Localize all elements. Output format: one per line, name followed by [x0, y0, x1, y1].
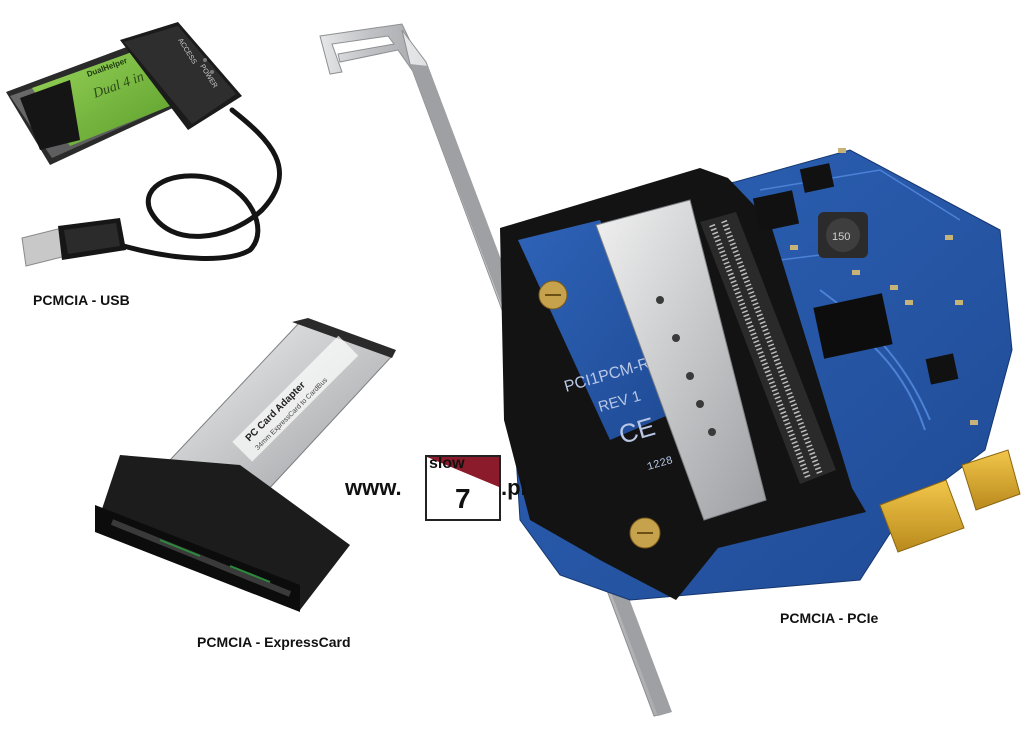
pcie-eject-plate [595, 199, 767, 521]
pcie-inductor: 150 [818, 212, 868, 258]
pcie-pcmcia-connector [700, 212, 836, 484]
expresscard-cardbus-block [95, 455, 350, 610]
watermark-triangle-icon [427, 457, 499, 487]
caption-pcmcia-usb: PCMCIA - USB [33, 292, 130, 308]
watermark-box-digit: 7 [455, 483, 471, 514]
watermark-box-top: slow [429, 455, 465, 472]
pcie-inductor-text: 150 [832, 231, 850, 243]
caption-pcmcia-expresscard: PCMCIA - ExpressCard [197, 634, 351, 650]
caption-pcmcia-pcie: PCMCIA - PCIe [780, 610, 879, 626]
watermark-prefix: www. [345, 475, 402, 500]
usb-plug [21, 218, 126, 267]
pcie-gold-fingers [879, 449, 1021, 553]
pcie-chip-u4 [925, 353, 959, 385]
pcie-chip-u1 [752, 190, 800, 232]
pcie-chip-u2 [799, 163, 835, 193]
pcie-adapter: PCI1PCM-R REV 1 CE 1228 150 [319, 23, 1021, 717]
pcie-controller-chip [813, 293, 893, 359]
slow7-watermark: www. slow 7 .pl [345, 455, 545, 521]
watermark-suffix: .pl [501, 475, 527, 500]
expresscard-adapter: PC Card Adapter 34mm ExpressCard to Card… [95, 318, 396, 612]
watermark-box: slow 7 [425, 455, 501, 521]
usb-adapter: Dual 4 in 1 DualHelper ACCESS POWER [6, 22, 283, 267]
usb-cable [117, 107, 283, 261]
